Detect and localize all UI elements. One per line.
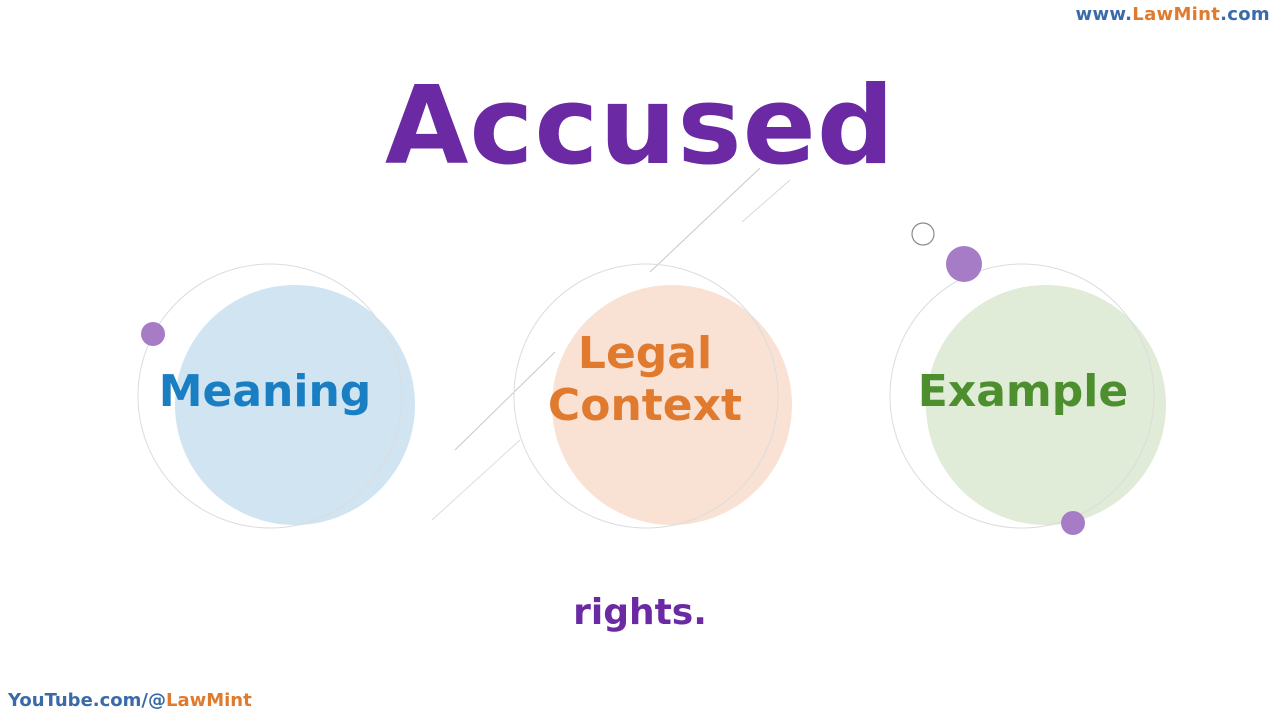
youtube-watermark: YouTube.com/@LawMint: [8, 690, 252, 711]
deco-line: [454, 351, 556, 451]
website-prefix: www.: [1075, 4, 1133, 25]
meaning-fill-circle: [175, 285, 415, 525]
hollow-ring-dot: [911, 222, 935, 246]
deco-line: [649, 167, 761, 273]
website-suffix: .com: [1220, 4, 1270, 25]
example-outline-circle: [889, 263, 1155, 529]
subtitle-caption: rights.: [573, 592, 707, 633]
deco-line: [741, 179, 791, 223]
deco-line: [431, 439, 521, 521]
topic-meaning-label: Meaning: [158, 366, 372, 417]
website-watermark: www.LawMint.com: [1076, 4, 1270, 25]
meaning-outline-circle: [137, 263, 403, 529]
page-title: Accused: [384, 64, 896, 189]
youtube-prefix: YouTube.com/@: [8, 690, 166, 711]
youtube-brand: LawMint: [165, 690, 252, 711]
topic-example-label: Example: [917, 366, 1129, 417]
topic-legal-context-label: Legal Context: [510, 328, 780, 432]
topic-legal-line2: Context: [547, 380, 743, 431]
website-brand: LawMint: [1132, 4, 1221, 25]
topic-legal-line1: Legal: [577, 328, 713, 379]
example-accent-dot-top: [946, 246, 982, 282]
meaning-accent-dot: [141, 322, 165, 346]
legal-outline-circle: [513, 263, 779, 529]
legal-fill-circle: [552, 285, 792, 525]
example-fill-circle: [926, 285, 1166, 525]
example-accent-dot-bottom: [1061, 511, 1085, 535]
